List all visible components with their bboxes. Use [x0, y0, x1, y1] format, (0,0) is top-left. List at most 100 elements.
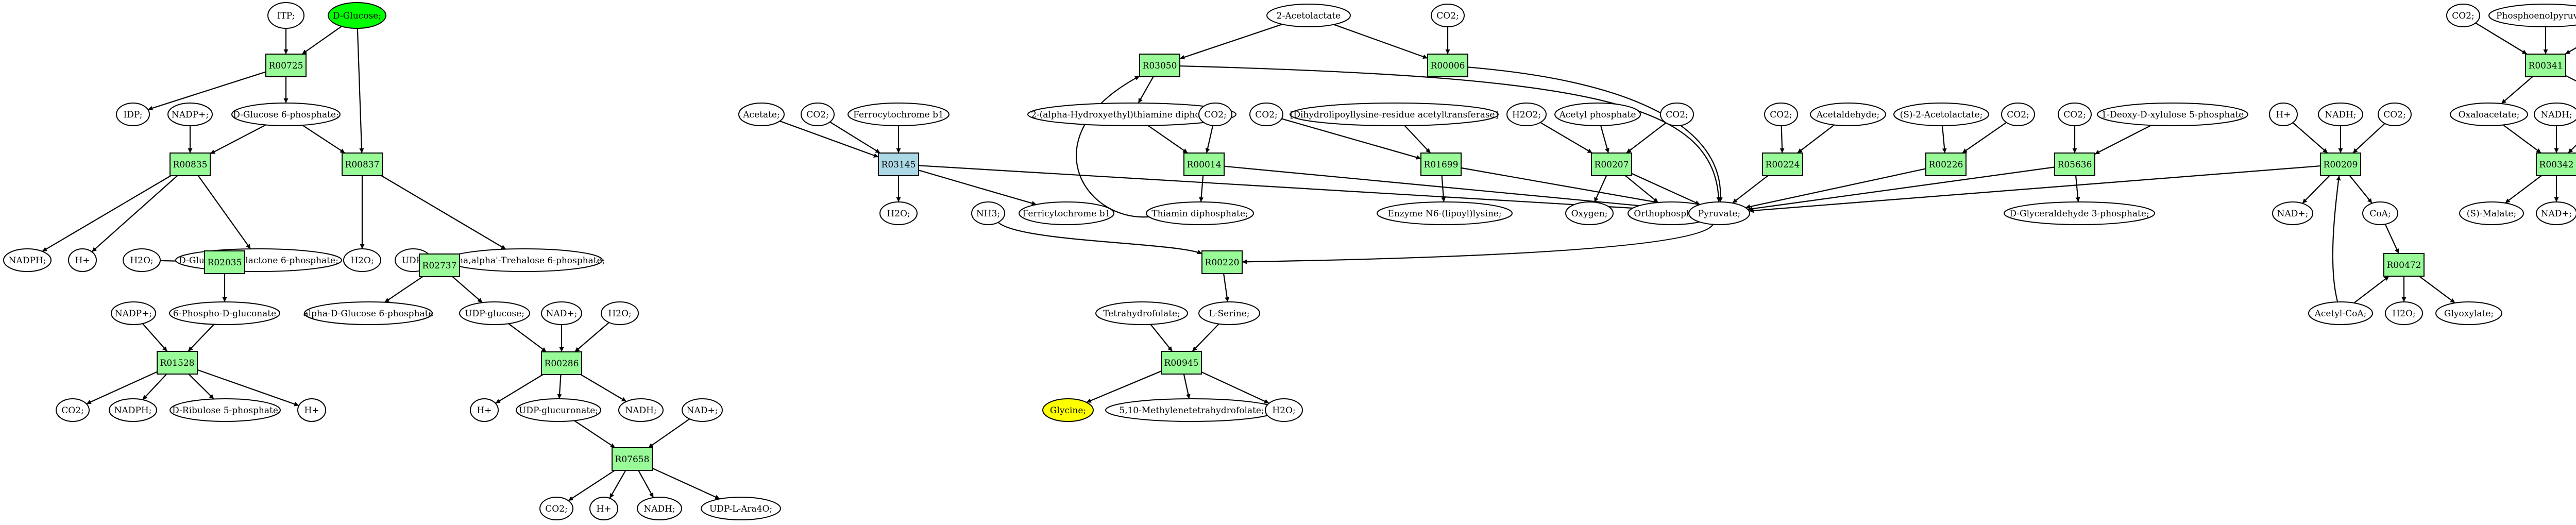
compound-node-co2-5[interactable]: CO2; [1198, 103, 1232, 126]
edge-co2_9-to-r00226 [1962, 122, 2007, 154]
compound-node-lipoyllysine-n6[interactable]: Enzyme N6-(lipoyl)lysine; [1377, 201, 1513, 225]
reaction-node-r00209[interactable]: R00209 [2320, 153, 2361, 176]
reaction-node-r02035[interactable]: R02035 [204, 250, 245, 274]
reaction-node-r02737[interactable]: R02737 [419, 253, 460, 277]
compound-node-acetate[interactable]: Acetate; [738, 103, 785, 126]
compound-node-nad-plus-3[interactable]: NAD+; [2272, 201, 2313, 225]
compound-node-h2o-5[interactable]: H2O; [1265, 398, 1303, 422]
compound-node-nad-plus-4[interactable]: NAD+; [2536, 201, 2576, 225]
reaction-node-r00224[interactable]: R00224 [1762, 153, 1803, 176]
compound-node-acetolactate-s[interactable]: (S)-2-Acetolactate; [1893, 103, 1989, 126]
compound-node-phospho-gluconate[interactable]: 6-Phospho-D-gluconate [169, 301, 280, 325]
compound-node-udp-glucuronate[interactable]: UDP-glucuronate; [516, 398, 601, 422]
compound-node-nadph-2[interactable]: NADPH; [109, 398, 157, 422]
compound-node-acetaldehyde[interactable]: Acetaldehyde; [1810, 103, 1886, 126]
compound-node-oxaloacetate[interactable]: Oxaloacetate; [2450, 103, 2528, 126]
reaction-node-r01528[interactable]: R01528 [157, 351, 198, 375]
compound-node-h2o-2[interactable]: H2O; [343, 248, 381, 272]
reaction-node-r00220[interactable]: R00220 [1201, 250, 1243, 274]
compound-node-nadh-1[interactable]: NADH; [618, 398, 664, 422]
compound-node-nadh-4[interactable]: NADH; [2534, 103, 2576, 126]
compound-node-acetyl-phosphate[interactable]: Acetyl phosphate [1554, 103, 1641, 126]
compound-node-nad-plus-1[interactable]: NAD+; [541, 301, 582, 325]
compound-node-co2-11[interactable]: CO2; [2378, 103, 2412, 126]
reaction-node-r00472[interactable]: R00472 [2383, 253, 2425, 277]
compound-node-d-glucose[interactable]: D-Glucose; [328, 2, 386, 29]
compound-node-g6p[interactable]: D-Glucose 6-phosphate; [231, 103, 341, 126]
compound-node-thiamin-dp[interactable]: Thiamin diphosphate; [1146, 201, 1254, 225]
compound-node-ferrocytochrome[interactable]: Ferrocytochrome b1 [848, 103, 950, 126]
compound-node-glyoxylate[interactable]: Glyoxylate; [2435, 301, 2502, 325]
compound-node-nadp-plus-2[interactable]: NADP+; [111, 301, 156, 325]
compound-node-h2o-3[interactable]: H2O; [601, 301, 639, 325]
compound-node-nadh-2[interactable]: NADH; [637, 497, 682, 520]
compound-node-acetyl-coa[interactable]: Acetyl-CoA; [2308, 301, 2373, 325]
compound-node-oxygen[interactable]: Oxygen; [1565, 201, 1614, 225]
reaction-node-r00286[interactable]: R00286 [541, 351, 582, 375]
compound-node-h2o-1[interactable]: H2O; [123, 248, 161, 272]
reaction-node-r00341[interactable]: R00341 [2525, 54, 2566, 77]
compound-node-co2-12[interactable]: CO2; [2446, 4, 2480, 27]
compound-node-nad-plus-2[interactable]: NAD+; [682, 398, 723, 422]
reaction-node-r00014[interactable]: R00014 [1183, 153, 1225, 176]
reaction-node-r03050[interactable]: R03050 [1139, 54, 1180, 77]
reaction-node-r00725[interactable]: R00725 [265, 54, 307, 77]
compound-node-h-plus-4[interactable]: H+ [589, 497, 618, 520]
compound-node-s-malate[interactable]: (S)-Malate; [2459, 201, 2524, 225]
compound-node-h-plus-2[interactable]: H+ [297, 398, 326, 422]
compound-node-nadph-1[interactable]: NADPH; [3, 248, 52, 272]
reaction-node-r00342[interactable]: R00342 [2536, 153, 2576, 176]
reaction-node-r00006[interactable]: R00006 [1427, 54, 1468, 77]
compound-node-methylene-thf[interactable]: 5,10-Methylenetetrahydrofolate; [1105, 398, 1278, 422]
compound-node-tetrahydrofolate[interactable]: Tetrahydrofolate; [1095, 301, 1188, 325]
compound-node-glyceraldehyde-3p[interactable]: D-Glyceraldehyde 3-phosphate; [2004, 201, 2155, 225]
compound-node-ribulose-5p[interactable]: D-Ribulose 5-phosphate [170, 398, 281, 422]
reaction-node-r00226[interactable]: R00226 [1925, 153, 1967, 176]
compound-node-co2-8[interactable]: CO2; [1764, 103, 1798, 126]
compound-node-co2-10[interactable]: CO2; [2058, 103, 2092, 126]
compound-node-glycine[interactable]: Glycine; [1042, 398, 1094, 422]
compound-node-co2-9[interactable]: CO2; [2001, 103, 2035, 126]
compound-node-ferricytochrome[interactable]: Ferricytochrome b1 [1019, 201, 1114, 225]
compound-node-h-plus-1[interactable]: H+ [68, 248, 97, 272]
reaction-node-r03145[interactable]: R03145 [878, 153, 919, 176]
compound-node-co2-1[interactable]: CO2; [56, 398, 90, 422]
compound-node-deoxyxylulose[interactable]: 1-Deoxy-D-xylulose 5-phosphate [2097, 103, 2248, 126]
compound-node-h-plus-3[interactable]: H+ [470, 398, 499, 422]
compound-ellipse [1554, 103, 1641, 126]
compound-node-co2-3[interactable]: CO2; [1431, 4, 1465, 27]
compound-node-idp[interactable]: IDP; [116, 103, 150, 126]
compound-node-nadp-plus-1[interactable]: NADP+; [167, 103, 213, 126]
compound-node-udp-glucose[interactable]: UDP-glucose; [459, 301, 530, 325]
reaction-node-r01699[interactable]: R01699 [1420, 153, 1462, 176]
reaction-node-r05636[interactable]: R05636 [2054, 153, 2095, 176]
compound-node-h2o2[interactable]: H2O2; [1506, 103, 1547, 126]
compound-node-co2-6[interactable]: CO2; [1249, 103, 1283, 126]
compound-node-co2-7[interactable]: CO2; [1660, 103, 1694, 126]
reaction-node-r00207[interactable]: R00207 [1591, 153, 1632, 176]
compound-node-hydroxyethyl-tpp[interactable]: 2-(alpha-Hydroxyethyl)thiamine diphospha… [1027, 103, 1236, 126]
reaction-node-r00837[interactable]: R00837 [342, 153, 383, 176]
compound-node-co2-2[interactable]: CO2; [539, 497, 573, 520]
compound-node-lipoyllysine[interactable]: [Dihydrolipoyllysine-residue acetyltrans… [1290, 103, 1499, 126]
compound-node-nh3[interactable]: NH3; [971, 201, 1005, 225]
compound-node-trehalose-6p[interactable]: alpha,alpha'-Trehalose 6-phosphate; [444, 248, 605, 272]
reaction-box [878, 153, 919, 176]
compound-node-alpha-g6p[interactable]: alpha-D-Glucose 6-phosphate [303, 301, 434, 325]
compound-node-h-plus-5[interactable]: H+ [2269, 103, 2298, 126]
compound-node-h2o-6[interactable]: H2O; [2385, 301, 2423, 325]
compound-node-coa[interactable]: CoA; [2362, 201, 2398, 225]
reaction-node-r00945[interactable]: R00945 [1161, 351, 1202, 375]
compound-node-udp-ara4o[interactable]: UDP-L-Ara4O; [701, 497, 781, 520]
compound-node-nadh-3[interactable]: NADH; [2318, 103, 2363, 126]
compound-node-l-serine[interactable]: L-Serine; [1198, 301, 1260, 325]
compound-node-acetolactate[interactable]: 2-Acetolactate [1266, 4, 1351, 27]
compound-node-glucono-lactone[interactable]: D-Glucono-1,5-lactone 6-phosphate; [175, 248, 342, 272]
compound-node-pep[interactable]: Phosphoenolpyruvate; [2488, 4, 2576, 27]
compound-node-h2o-4[interactable]: H2O; [879, 201, 918, 225]
compound-node-itp[interactable]: ITP; [267, 2, 304, 29]
reaction-node-r00835[interactable]: R00835 [170, 153, 211, 176]
compound-node-pyruvate[interactable]: Pyruvate; [1688, 201, 1750, 225]
compound-node-co2-4[interactable]: CO2; [801, 103, 835, 126]
reaction-node-r07658[interactable]: R07658 [612, 447, 653, 471]
